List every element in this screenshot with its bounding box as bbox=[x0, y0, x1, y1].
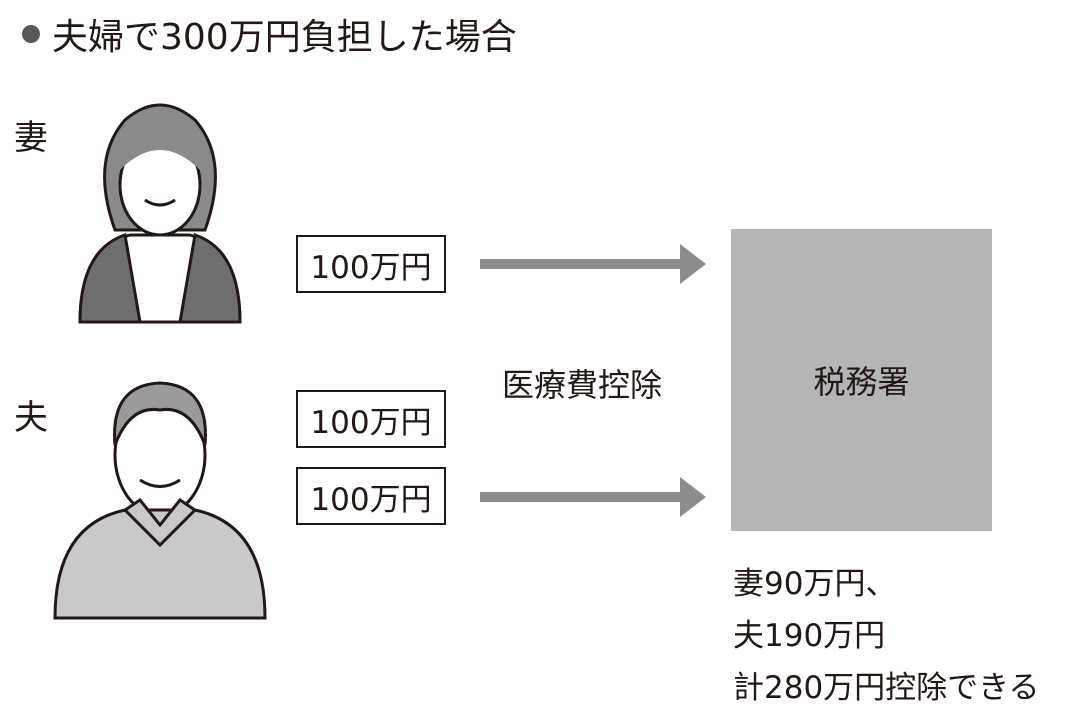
title-text: 夫婦で300万円負担した場合 bbox=[52, 17, 517, 58]
result-line-total: 計280万円控除できる bbox=[733, 670, 1040, 706]
result-line-wife: 妻90万円、 bbox=[733, 566, 897, 602]
result-line-husband: 夫190万円 bbox=[733, 618, 886, 654]
husband-arrow-head-icon bbox=[680, 477, 706, 517]
tax-office-box: 税務署 bbox=[731, 229, 992, 531]
wife-arrow-head-icon bbox=[680, 244, 706, 284]
wife-arrow-shaft bbox=[480, 259, 680, 269]
husband-amount-box-1: 100万円 bbox=[296, 390, 446, 448]
wife-illustration-icon bbox=[78, 103, 242, 324]
tax-office-label: 税務署 bbox=[813, 363, 910, 401]
husband-illustration-icon bbox=[53, 381, 267, 620]
wife-amount-box: 100万円 bbox=[296, 235, 446, 293]
husband-label: 夫 bbox=[14, 398, 48, 438]
bullet-icon bbox=[22, 25, 40, 43]
wife-label: 妻 bbox=[14, 118, 48, 158]
husband-arrow-shaft bbox=[480, 492, 680, 502]
medical-deduction-label: 医療費控除 bbox=[502, 366, 663, 404]
diagram-title: 夫婦で300万円負担した場合 bbox=[22, 8, 517, 60]
husband-amount-box-2: 100万円 bbox=[296, 467, 446, 525]
result-text: 妻90万円、 夫190万円 計280万円控除できる bbox=[733, 558, 1040, 714]
